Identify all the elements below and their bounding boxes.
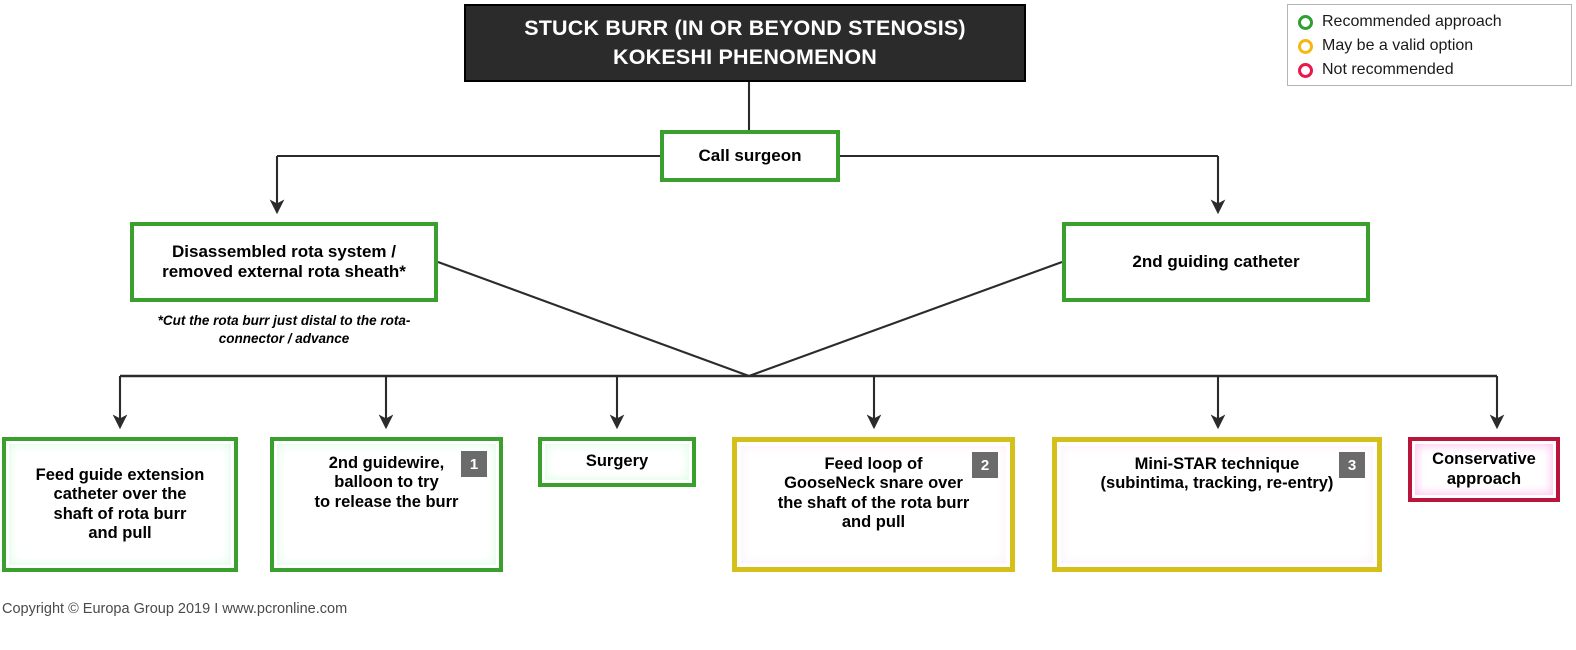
node-label: 2nd guiding catheter bbox=[1132, 251, 1300, 271]
circle-outline-icon bbox=[1298, 62, 1313, 78]
node-disassembled-rota-system: Disassembled rota system / removed exter… bbox=[130, 222, 438, 302]
title-line-2: KOKESHI PHENOMENON bbox=[612, 45, 877, 69]
legend-item-recommended: Recommended approach bbox=[1298, 10, 1565, 34]
legend-item-not-recommended: Not recommended bbox=[1298, 58, 1565, 82]
node-label: Call surgeon bbox=[698, 145, 802, 165]
legend-label: May be a valid option bbox=[1322, 37, 1474, 54]
node-surgery: Surgery bbox=[538, 437, 696, 487]
node-label-line-1: 2nd guidewire, bbox=[328, 454, 445, 472]
legend-label: Not recommended bbox=[1322, 61, 1454, 78]
step-badge: 2 bbox=[972, 452, 998, 478]
copyright-text: Copyright © Europa Group 2019 I www.pcro… bbox=[2, 601, 348, 617]
legend-item-valid-option: May be a valid option bbox=[1298, 34, 1565, 58]
circle-outline-icon bbox=[1298, 38, 1313, 54]
legend-label: Recommended approach bbox=[1322, 13, 1502, 30]
node-call-surgeon: Call surgeon bbox=[660, 130, 840, 182]
node-label-line-2: (subintima, tracking, re-entry) bbox=[1100, 474, 1334, 493]
node-label-line-1: Disassembled rota system / bbox=[172, 241, 396, 261]
node-label-line-3: to release the burr bbox=[314, 492, 459, 511]
node-gooseneck-snare: Feed loop of GooseNeck snare over the sh… bbox=[732, 437, 1015, 572]
diagram-title-box: STUCK BURR (IN OR BEYOND STENOSIS) KOKES… bbox=[464, 4, 1026, 82]
footnote-line-1: *Cut the rota burr just distal bbox=[157, 313, 337, 328]
node-second-guidewire-balloon: 2nd guidewire, balloon to try to release… bbox=[270, 437, 503, 572]
node-label-line-3: shaft of rota burr bbox=[53, 504, 187, 523]
node-conservative-approach: Conservative approach bbox=[1408, 437, 1560, 502]
node-label-line-1: Mini-STAR technique bbox=[1134, 455, 1300, 473]
legend: Recommended approach May be a valid opti… bbox=[1287, 4, 1572, 86]
node-mini-star-technique: Mini-STAR technique (subintima, tracking… bbox=[1052, 437, 1382, 572]
node-label-line-1: Conservative bbox=[1432, 450, 1536, 469]
node-label-line-2: balloon to try bbox=[334, 473, 439, 492]
node-label: Surgery bbox=[585, 452, 649, 471]
node-label-line-2: approach bbox=[1446, 469, 1522, 488]
node-label-line-4: and pull bbox=[841, 513, 906, 532]
step-badge: 3 bbox=[1339, 452, 1365, 478]
node-feed-guide-extension-catheter: Feed guide extension catheter over the s… bbox=[2, 437, 238, 572]
footnote-text: *Cut the rota burr just distal to the ro… bbox=[130, 312, 438, 347]
circle-outline-icon bbox=[1298, 14, 1313, 30]
node-label-line-3: the shaft of the rota burr bbox=[777, 493, 970, 512]
node-label-line-2: catheter over the bbox=[53, 485, 187, 504]
node-2nd-guiding-catheter: 2nd guiding catheter bbox=[1062, 222, 1370, 302]
node-label-line-1: Feed guide extension bbox=[35, 465, 205, 484]
node-label-line-2: removed external rota sheath* bbox=[162, 262, 406, 281]
node-label-line-2: GooseNeck snare over bbox=[784, 474, 963, 493]
footnote-line-2: to the rota-connector / advance bbox=[218, 313, 411, 346]
title-line-1: STUCK BURR (IN OR BEYOND STENOSIS) bbox=[524, 15, 966, 40]
node-label-line-1: Feed loop of bbox=[824, 455, 923, 473]
node-label-line-4: and pull bbox=[88, 523, 152, 542]
step-badge: 1 bbox=[461, 451, 487, 477]
